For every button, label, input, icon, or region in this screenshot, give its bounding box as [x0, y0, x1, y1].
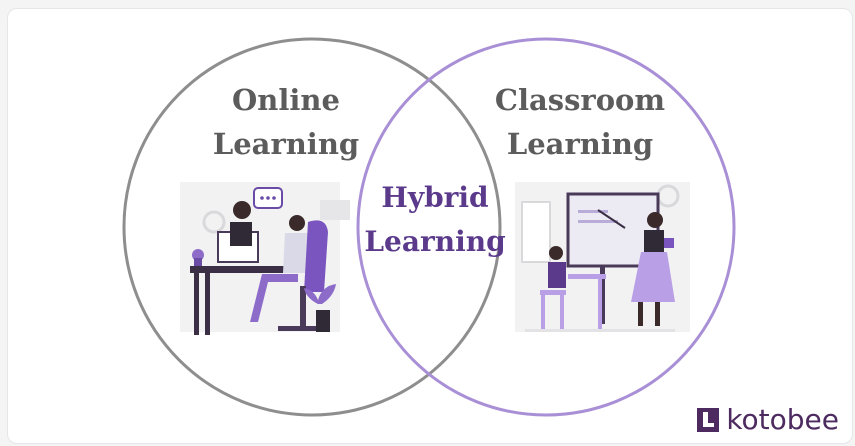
kotobee-logo: kotobee	[696, 403, 839, 436]
classroom-learning-illustration	[515, 182, 690, 332]
online-learning-illustration	[180, 182, 350, 335]
classroom-learning-label: Classroom Learning	[460, 78, 700, 166]
online-learning-circle	[122, 37, 502, 417]
kotobee-logo-icon	[697, 407, 720, 432]
classroom-learning-circle	[356, 37, 736, 417]
online-learning-label-line2: Learning	[212, 127, 360, 161]
classroom-learning-label-line1: Classroom	[494, 83, 666, 117]
hybrid-learning-label-line2: Learning	[364, 225, 506, 258]
hybrid-learning-label: Hybrid Learning	[350, 176, 520, 264]
classroom-learning-label-line2: Learning	[506, 127, 654, 161]
online-learning-label-line1: Online	[232, 83, 340, 117]
online-learning-label: Online Learning	[186, 78, 386, 166]
hybrid-learning-label-line1: Hybrid	[381, 181, 489, 214]
kotobee-logo-text: kotobee	[726, 403, 839, 436]
